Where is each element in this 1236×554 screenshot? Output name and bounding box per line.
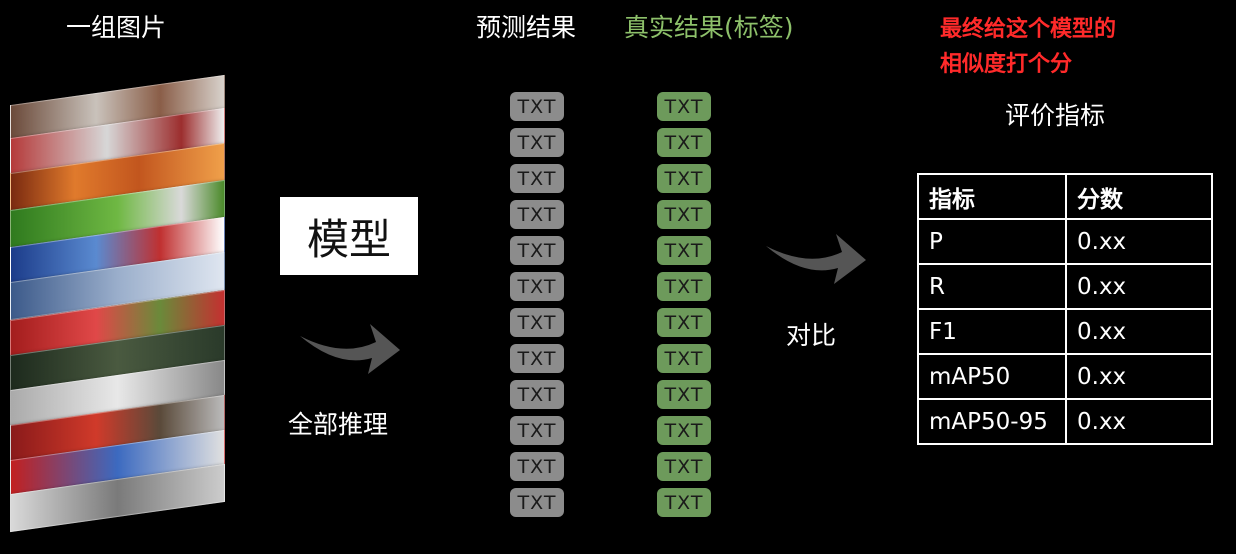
- prediction-txt-box: TXT: [510, 164, 564, 193]
- metric-score: 0.xx: [1065, 398, 1213, 445]
- truth-txt-box: TXT: [657, 344, 711, 373]
- prediction-txt-box: TXT: [510, 236, 564, 265]
- truth-txt-box: TXT: [657, 416, 711, 445]
- truth-txt-box: TXT: [657, 308, 711, 337]
- metric-score: 0.xx: [1065, 353, 1213, 400]
- truth-txt-box: TXT: [657, 128, 711, 157]
- prediction-txt-box: TXT: [510, 380, 564, 409]
- metric-name: F1: [917, 308, 1067, 355]
- prediction-txt-box: TXT: [510, 452, 564, 481]
- prediction-txt-box: TXT: [510, 128, 564, 157]
- prediction-column: TXT TXT TXT TXT TXT TXT TXT TXT TXT TXT TXT TXT: [510, 92, 564, 522]
- compare-label: 对比: [786, 321, 837, 350]
- metric-name: P: [917, 218, 1067, 265]
- truth-txt-box: TXT: [657, 164, 711, 193]
- note-line-2: 相似度打个分: [940, 52, 1073, 77]
- truth-txt-box: TXT: [657, 236, 711, 265]
- truth-txt-box: TXT: [657, 92, 711, 121]
- table-header-row: 指标 分数: [917, 173, 1213, 220]
- truth-txt-box: TXT: [657, 272, 711, 301]
- metric-score: 0.xx: [1065, 263, 1213, 310]
- truth-txt-box: TXT: [657, 200, 711, 229]
- ground-truth-heading: 真实结果(标签): [624, 13, 794, 42]
- prediction-txt-box: TXT: [510, 344, 564, 373]
- image-stack: [10, 74, 235, 533]
- images-heading: 一组图片: [66, 13, 167, 42]
- prediction-txt-box: TXT: [510, 416, 564, 445]
- table-row: R 0.xx: [917, 263, 1213, 310]
- arrow-right-icon: [300, 324, 400, 374]
- header-score: 分数: [1065, 173, 1213, 220]
- table-row: P 0.xx: [917, 218, 1213, 265]
- metric-score: 0.xx: [1065, 218, 1213, 265]
- metric-name: R: [917, 263, 1067, 310]
- note-line-1: 最终给这个模型的: [940, 17, 1117, 42]
- prediction-txt-box: TXT: [510, 488, 564, 517]
- metric-name: mAP50: [917, 353, 1067, 400]
- table-row: mAP50 0.xx: [917, 353, 1213, 400]
- metrics-table: 指标 分数 P 0.xx R 0.xx F1 0.xx mAP50 0.xx m…: [917, 173, 1213, 445]
- metric-name: mAP50-95: [917, 398, 1067, 445]
- prediction-txt-box: TXT: [510, 200, 564, 229]
- metric-score: 0.xx: [1065, 308, 1213, 355]
- header-metric: 指标: [917, 173, 1067, 220]
- prediction-txt-box: TXT: [510, 272, 564, 301]
- metrics-heading: 评价指标: [1005, 101, 1106, 130]
- prediction-txt-box: TXT: [510, 308, 564, 337]
- truth-txt-box: TXT: [657, 380, 711, 409]
- arrow-right-icon: [766, 234, 866, 284]
- infer-label: 全部推理: [288, 410, 389, 439]
- model-box: 模型: [280, 197, 418, 275]
- truth-txt-box: TXT: [657, 488, 711, 517]
- table-row: F1 0.xx: [917, 308, 1213, 355]
- truth-txt-box: TXT: [657, 452, 711, 481]
- table-row: mAP50-95 0.xx: [917, 398, 1213, 445]
- truth-column: TXT TXT TXT TXT TXT TXT TXT TXT TXT TXT TXT TXT: [657, 92, 711, 522]
- predictions-heading: 预测结果: [476, 13, 577, 42]
- prediction-txt-box: TXT: [510, 92, 564, 121]
